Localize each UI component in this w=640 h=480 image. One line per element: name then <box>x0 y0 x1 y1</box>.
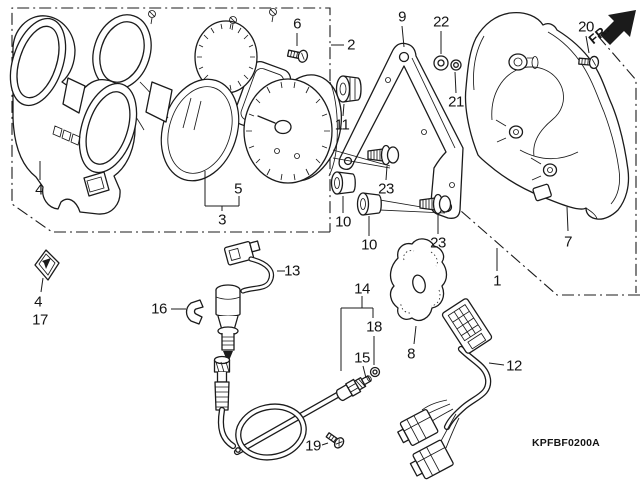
collar-10-lower <box>356 192 382 216</box>
harness-connector <box>441 298 493 354</box>
harness-plug-a <box>397 409 439 446</box>
part-label-20: 20 <box>578 18 594 36</box>
part-label-17: 17 <box>32 311 48 329</box>
wire-harness <box>397 298 493 480</box>
part-label-9: 9 <box>398 8 406 26</box>
washer-22 <box>433 55 449 71</box>
speed-sensor <box>215 240 274 363</box>
part-label-15: 15 <box>354 349 370 367</box>
part-label-4-emblem: 4 <box>34 293 42 311</box>
bolt-23-upper <box>367 144 400 166</box>
part-label-23-lower: 23 <box>430 234 446 252</box>
cushion-pad <box>389 238 448 322</box>
seal-ring-18 <box>369 366 381 378</box>
emblem <box>34 249 60 281</box>
part-label-1: 1 <box>493 272 501 290</box>
part-label-10-upper: 10 <box>335 213 351 231</box>
part-label-8: 8 <box>407 345 415 363</box>
part-label-11: 11 <box>334 116 350 134</box>
part-label-10-lower: 10 <box>361 236 377 254</box>
sensor-clip <box>185 299 204 325</box>
part-label-5: 5 <box>234 180 242 198</box>
part-label-22: 22 <box>433 13 449 31</box>
front-cover <box>9 15 138 215</box>
part-label-3: 3 <box>218 211 226 229</box>
screw-6 <box>286 49 309 63</box>
screw-20 <box>578 55 600 70</box>
part-label-16: 16 <box>151 300 167 318</box>
grommet-11 <box>335 75 362 103</box>
speedometer-cable <box>213 355 381 461</box>
cable-joint-15 <box>335 375 372 402</box>
part-label-21: 21 <box>448 93 464 111</box>
part-label-6: 6 <box>293 15 301 33</box>
assembly-pointer-lines <box>332 149 446 214</box>
diagram-code: KPFBF0200A <box>532 437 600 449</box>
part-label-7: 7 <box>564 233 572 251</box>
fr-direction-arrow-icon <box>600 10 636 45</box>
part-label-18: 18 <box>366 318 382 336</box>
screw-19 <box>325 432 345 449</box>
lens-frame <box>92 14 173 131</box>
leader-lines <box>39 25 590 446</box>
part-label-4-cover: 4 <box>35 181 43 199</box>
part-label-19: 19 <box>305 437 321 455</box>
collar-10-upper <box>330 171 356 195</box>
part-label-14: 14 <box>354 280 370 298</box>
part-label-13: 13 <box>284 262 300 280</box>
cluster-top-screws <box>148 8 277 31</box>
speedometer-dial <box>243 78 333 184</box>
part-label-12: 12 <box>506 357 522 375</box>
part-label-2: 2 <box>347 36 355 54</box>
part-label-23-upper: 23 <box>378 180 394 198</box>
bolt-23-lower <box>419 193 452 215</box>
harness-plug-b <box>409 439 454 480</box>
phantom-borders <box>11 7 640 296</box>
nut-21 <box>450 59 462 71</box>
